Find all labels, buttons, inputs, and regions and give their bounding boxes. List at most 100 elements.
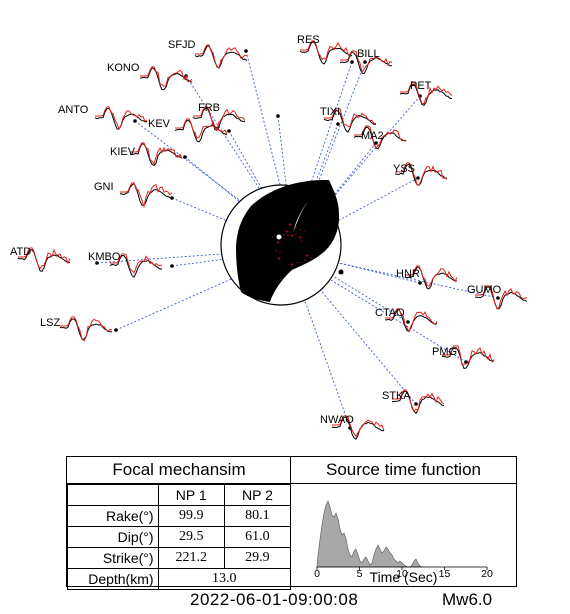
ray-pierce-yss: -: [301, 238, 304, 245]
ray-intersections: +--+--+--+--+--+--+--+: [275, 222, 313, 269]
station-marker-gumo: [496, 296, 500, 300]
station-label-pmg: PMG: [432, 346, 457, 358]
rake-np2: 80.1: [223, 505, 292, 527]
compressional-lobe: [241, 180, 340, 302]
station-marker-res: [350, 60, 354, 64]
corner-cell: [67, 484, 159, 506]
compressional-quadrant: [236, 180, 329, 292]
summary-table: Focal mechansim NP 1 NP 2 Rake(°) 99.9 8…: [66, 456, 517, 590]
synthetic-waveform-stka: [392, 389, 445, 413]
epicenter-marker: [276, 234, 282, 240]
synthetic-waveform-atd: [18, 247, 71, 270]
event-datetime: 2022-06-01-09:00:08: [190, 590, 359, 609]
observed-waveform-yss: [394, 163, 448, 186]
focal-mechanism-panel: Focal mechansim NP 1 NP 2 Rake(°) 99.9 8…: [67, 457, 292, 590]
station-marker-stka: [414, 402, 418, 406]
source-time-function-panel: Source time function 0 5 10 15 20 Time (…: [67, 457, 516, 586]
ray-pierce-frb: +: [290, 233, 294, 240]
station-label-sfjd: SFJD: [168, 39, 196, 51]
station-label-lsz: LSZ: [40, 317, 60, 329]
ray-line-kono: [185, 75, 288, 232]
strike-row: Strike(°) 221.2 29.9: [67, 547, 292, 569]
depth-row: Depth(km) 13.0: [67, 568, 292, 590]
synthetic-waveform-sfjd: [195, 44, 248, 69]
synthetic-waveform-anto: [95, 106, 148, 131]
ray-pierce-tixi: -: [295, 231, 298, 238]
strike-label: Strike(°): [67, 547, 159, 569]
stf-x-label: Time (Sec): [369, 569, 438, 585]
synthetic-waveform-lsz: [60, 316, 113, 342]
station-label-kmbo: KMBO: [88, 251, 121, 263]
observed-waveform-kiev: [129, 143, 183, 167]
station-marker-ctao: [406, 320, 410, 324]
ray-pierce-res: -: [295, 225, 298, 232]
station-marker-yss: [416, 176, 420, 180]
station-marker-kmbo: [170, 264, 174, 268]
station-marker-lsz: [114, 328, 118, 332]
ray-pierce-anto: -: [283, 232, 286, 239]
station-marker-bill: [363, 60, 367, 64]
ray-line-gni: [171, 197, 279, 243]
station-marker-frb: [276, 114, 280, 118]
station-label-ma2: MA2: [361, 130, 384, 142]
station-marker-gni: [170, 196, 174, 200]
ray-pierce-hnr: +: [305, 253, 309, 260]
event-magnitude: Mw6.0: [442, 590, 493, 609]
ray-pierce-sfjd: +: [288, 222, 292, 229]
synthetic-waveform-frb: [193, 106, 246, 132]
ray-pierce-kiev: -: [283, 236, 286, 243]
station-label-tixi: TIXI: [320, 106, 340, 118]
stf-ticks: [316, 567, 488, 570]
station-label-kiev: KIEV: [110, 146, 136, 158]
ray-pierce-stka: -: [296, 260, 299, 267]
synthetic-waveform-tixi: [324, 108, 377, 128]
synthetic-waveform-yss: [395, 162, 448, 186]
focal-mechanism-title: Focal mechansim: [112, 460, 246, 479]
synthetic-waveform-nwao: [332, 415, 385, 438]
focal-mechanism-table: NP 1 NP 2 Rake(°) 99.9 80.1 Dip(°) 29.5 …: [67, 484, 292, 590]
p-axis-marker: [338, 269, 344, 275]
np-header-row: NP 1 NP 2: [67, 484, 292, 506]
observed-waveform-gumo: [474, 286, 528, 310]
ray-pierce-atd: -: [275, 248, 278, 255]
synthetic-waveform-ctao: [385, 308, 438, 333]
station-marker-sfjd: [244, 49, 248, 53]
strike-np2: 29.9: [223, 547, 292, 569]
focal-sphere: [220, 180, 342, 306]
synthetic-waveform-kono: [140, 66, 193, 88]
observed-waveform-gni: [119, 182, 173, 206]
observed-waveform-pet: [399, 84, 453, 106]
source-time-function-plot: 0 5 10 15 20: [314, 500, 493, 580]
station-label-pet: PET: [410, 80, 432, 92]
synthetic-waveform-ma2: [354, 125, 407, 149]
station-marker-ma2: [374, 141, 378, 145]
rake-row: Rake(°) 99.9 80.1: [67, 505, 292, 527]
rake-label: Rake(°): [67, 505, 159, 527]
synthetic-waveform-pmg: [442, 345, 495, 365]
synthetic-waveform-kev: [175, 118, 228, 139]
station-marker-hnr: [418, 281, 422, 285]
ray-pierce-ctao: -: [304, 257, 307, 264]
ray-line-kiev: [184, 156, 285, 239]
station-label-kev: KEV: [148, 118, 171, 130]
stf-tick-0: 0: [314, 568, 320, 580]
station-label-nwao: NWAO: [320, 414, 354, 426]
station-marker-anto: [133, 119, 137, 123]
ray-pierce-kev: -: [287, 233, 290, 240]
ray-pierce-lsz: +: [277, 256, 281, 263]
depth-label: Depth(km): [67, 568, 159, 590]
station-marker-tixi: [336, 122, 340, 126]
observed-waveform-tixi: [323, 109, 377, 133]
source-time-function-title: Source time function: [326, 460, 481, 479]
ray-line-anto: [134, 120, 285, 235]
stf-area: [316, 500, 424, 568]
strike-np1: 221.2: [157, 547, 225, 569]
np1-header: NP 1: [157, 484, 225, 506]
station-label-gni: GNI: [94, 181, 114, 193]
stf-tick-15: 15: [439, 568, 451, 580]
station-label-res: RES: [297, 34, 320, 46]
depth-value: 13.0: [157, 568, 292, 590]
ray-pierce-kono: +: [285, 229, 289, 236]
station-label-kono: KONO: [107, 62, 140, 74]
np2-header: NP 2: [223, 484, 292, 506]
